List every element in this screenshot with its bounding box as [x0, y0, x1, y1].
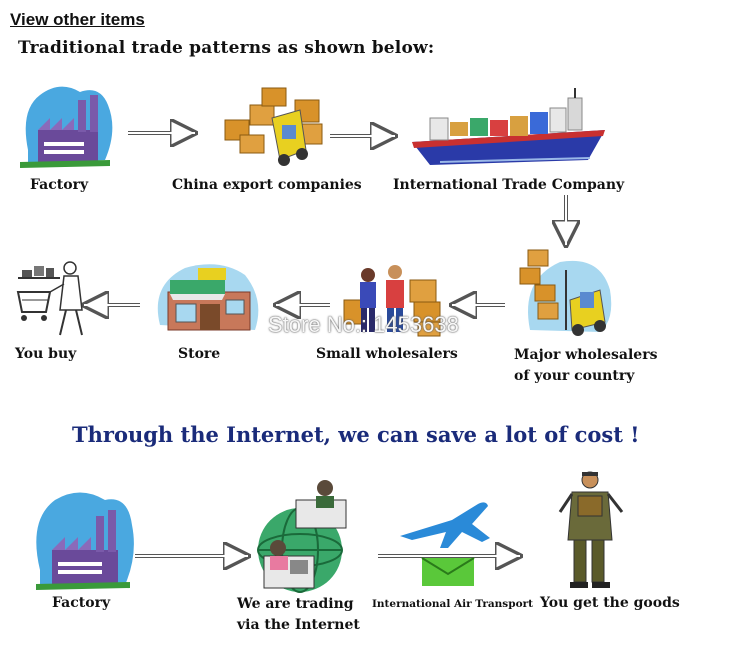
step-label-small-wholesalers: Small wholesalers	[316, 346, 458, 362]
step-label-factory: Factory	[30, 177, 89, 193]
label-line: of your country	[514, 368, 635, 384]
person-box-icon	[558, 471, 624, 588]
cargo-ship-icon	[412, 88, 605, 165]
forklift-warehouse-icon	[519, 249, 612, 336]
step-label-air-transport: International Air Transport	[372, 598, 533, 610]
store-icon	[157, 264, 259, 331]
step-label-trading-internet: We are trading via the Internet	[237, 594, 360, 636]
step-label-china-export: China export companies	[172, 177, 362, 193]
step-label-you-buy: You buy	[15, 346, 77, 362]
workers-boxes-icon	[343, 265, 441, 337]
forklift-boxes-icon	[224, 87, 323, 166]
step-label-factory-2: Factory	[52, 595, 111, 611]
step-label-international-trade: International Trade Company	[393, 177, 625, 193]
factory-icon-2	[36, 492, 134, 590]
label-line: We are trading	[237, 596, 354, 612]
step-label-major-wholesalers: Major wholesalers of your country	[514, 345, 657, 387]
step-label-get-goods: You get the goods	[540, 595, 680, 611]
shopper-cart-icon	[16, 261, 83, 336]
label-line: Major wholesalers	[514, 347, 658, 363]
store-watermark: Store No.: 1453638	[268, 312, 459, 337]
step-label-store: Store	[178, 346, 221, 362]
label-line: via the Internet	[237, 617, 360, 633]
globe-computer-icon	[257, 480, 347, 593]
section-title: Traditional trade patterns as shown belo…	[18, 38, 435, 58]
internet-banner: Through the Internet, we can save a lot …	[72, 422, 640, 447]
view-other-items-link[interactable]: View other items	[10, 10, 145, 29]
factory-icon	[20, 86, 113, 168]
airplane-envelope-icon	[400, 502, 490, 586]
